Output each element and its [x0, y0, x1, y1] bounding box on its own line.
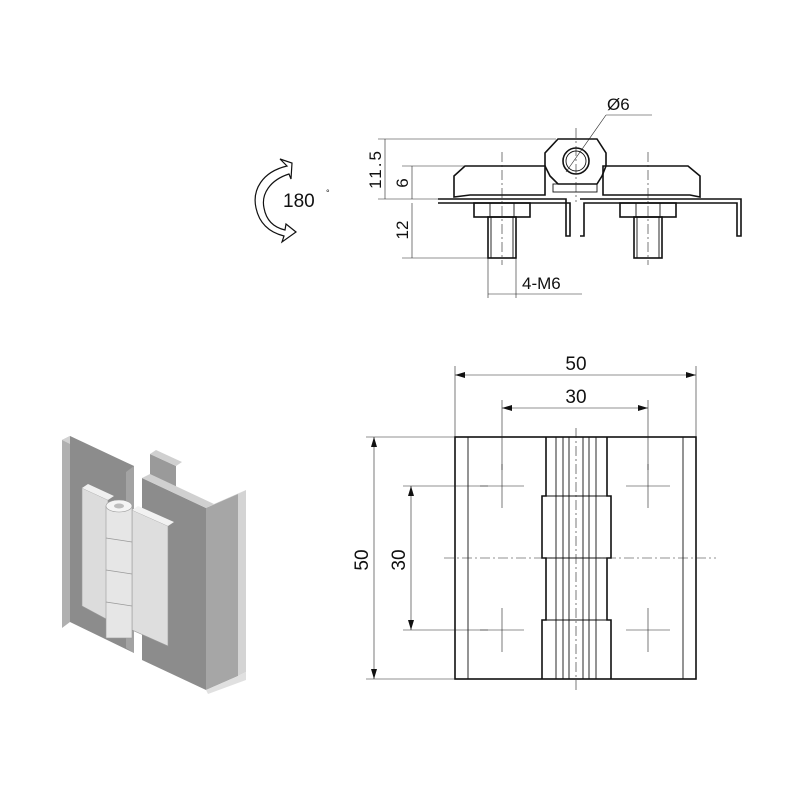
center-rail-top [150, 450, 182, 466]
dimension-hole-spacing-h: 30 [501, 387, 649, 470]
dimension-overall-height: 50 [352, 436, 455, 680]
dim-overall-height: 50 [352, 549, 373, 570]
right-bolt [633, 216, 663, 259]
side-view: 11.5 6 12 4-M6 Ø6 [366, 95, 742, 298]
knuckle-base [552, 183, 598, 193]
knuckle-segment-line [105, 537, 133, 543]
arrowhead [455, 372, 465, 378]
left-profile-side [62, 436, 70, 628]
hinge-left-leaf-edge [82, 484, 114, 500]
hinge-right-leaf-edge [132, 506, 174, 526]
rotation-arrow-icon [254, 158, 297, 244]
degree-mark: ° [326, 188, 330, 198]
bolt-spec: 4-M6 [522, 274, 561, 293]
right-profile-top [142, 474, 214, 508]
hinge-left-leaf [81, 487, 109, 621]
right-profile-flange [206, 490, 246, 508]
arrowhead [408, 620, 414, 630]
rotation-indicator: 180 ° [254, 158, 330, 244]
right-profile-bottom [206, 672, 246, 694]
arrowhead [408, 486, 414, 496]
arrowhead [371, 669, 377, 679]
right-leaf [602, 165, 701, 198]
arrowhead [502, 405, 512, 411]
bolt-callout: 4-M6 [487, 258, 582, 298]
dim-knuckle-height: 11.5 [366, 149, 385, 189]
right-mount-plate [580, 198, 742, 237]
knuckle-segment-line [105, 601, 133, 607]
dimension-11-5: 11.5 [366, 138, 556, 200]
dim-overall-width: 50 [565, 354, 586, 375]
left-leaf [453, 165, 546, 198]
rotation-angle: 180 [283, 191, 315, 212]
left-bolt [487, 216, 517, 259]
right-profile-side [206, 494, 238, 690]
dim-hole-spacing-horizontal: 30 [565, 387, 586, 408]
leader-line [565, 114, 607, 173]
dim-leaf-height: 6 [393, 178, 412, 187]
left-mount-plate [438, 198, 571, 237]
front-view: 50 30 50 30 [352, 354, 716, 692]
dimension-overall-width: 50 [454, 354, 697, 437]
hinge-pin-hole [114, 503, 124, 509]
arrowhead [686, 372, 696, 378]
dimension-hole-spacing-v: 30 [389, 485, 488, 631]
hinge-right-leaf [131, 509, 169, 647]
dim-hole-spacing-vertical: 30 [389, 549, 410, 570]
arrowhead [371, 437, 377, 447]
knuckle-body [544, 138, 607, 185]
dimension-12: 12 [393, 203, 489, 259]
dimension-6: 6 [393, 165, 466, 199]
right-profile-edge [238, 490, 246, 676]
dim-bolt-length: 12 [393, 221, 412, 240]
arrowhead [638, 405, 648, 411]
pin-diameter-callout: Ø6 [565, 95, 652, 173]
knuckle-segment-line [105, 569, 133, 575]
pin-diameter: Ø6 [607, 95, 630, 114]
hinge-3d-illustration [62, 436, 246, 694]
